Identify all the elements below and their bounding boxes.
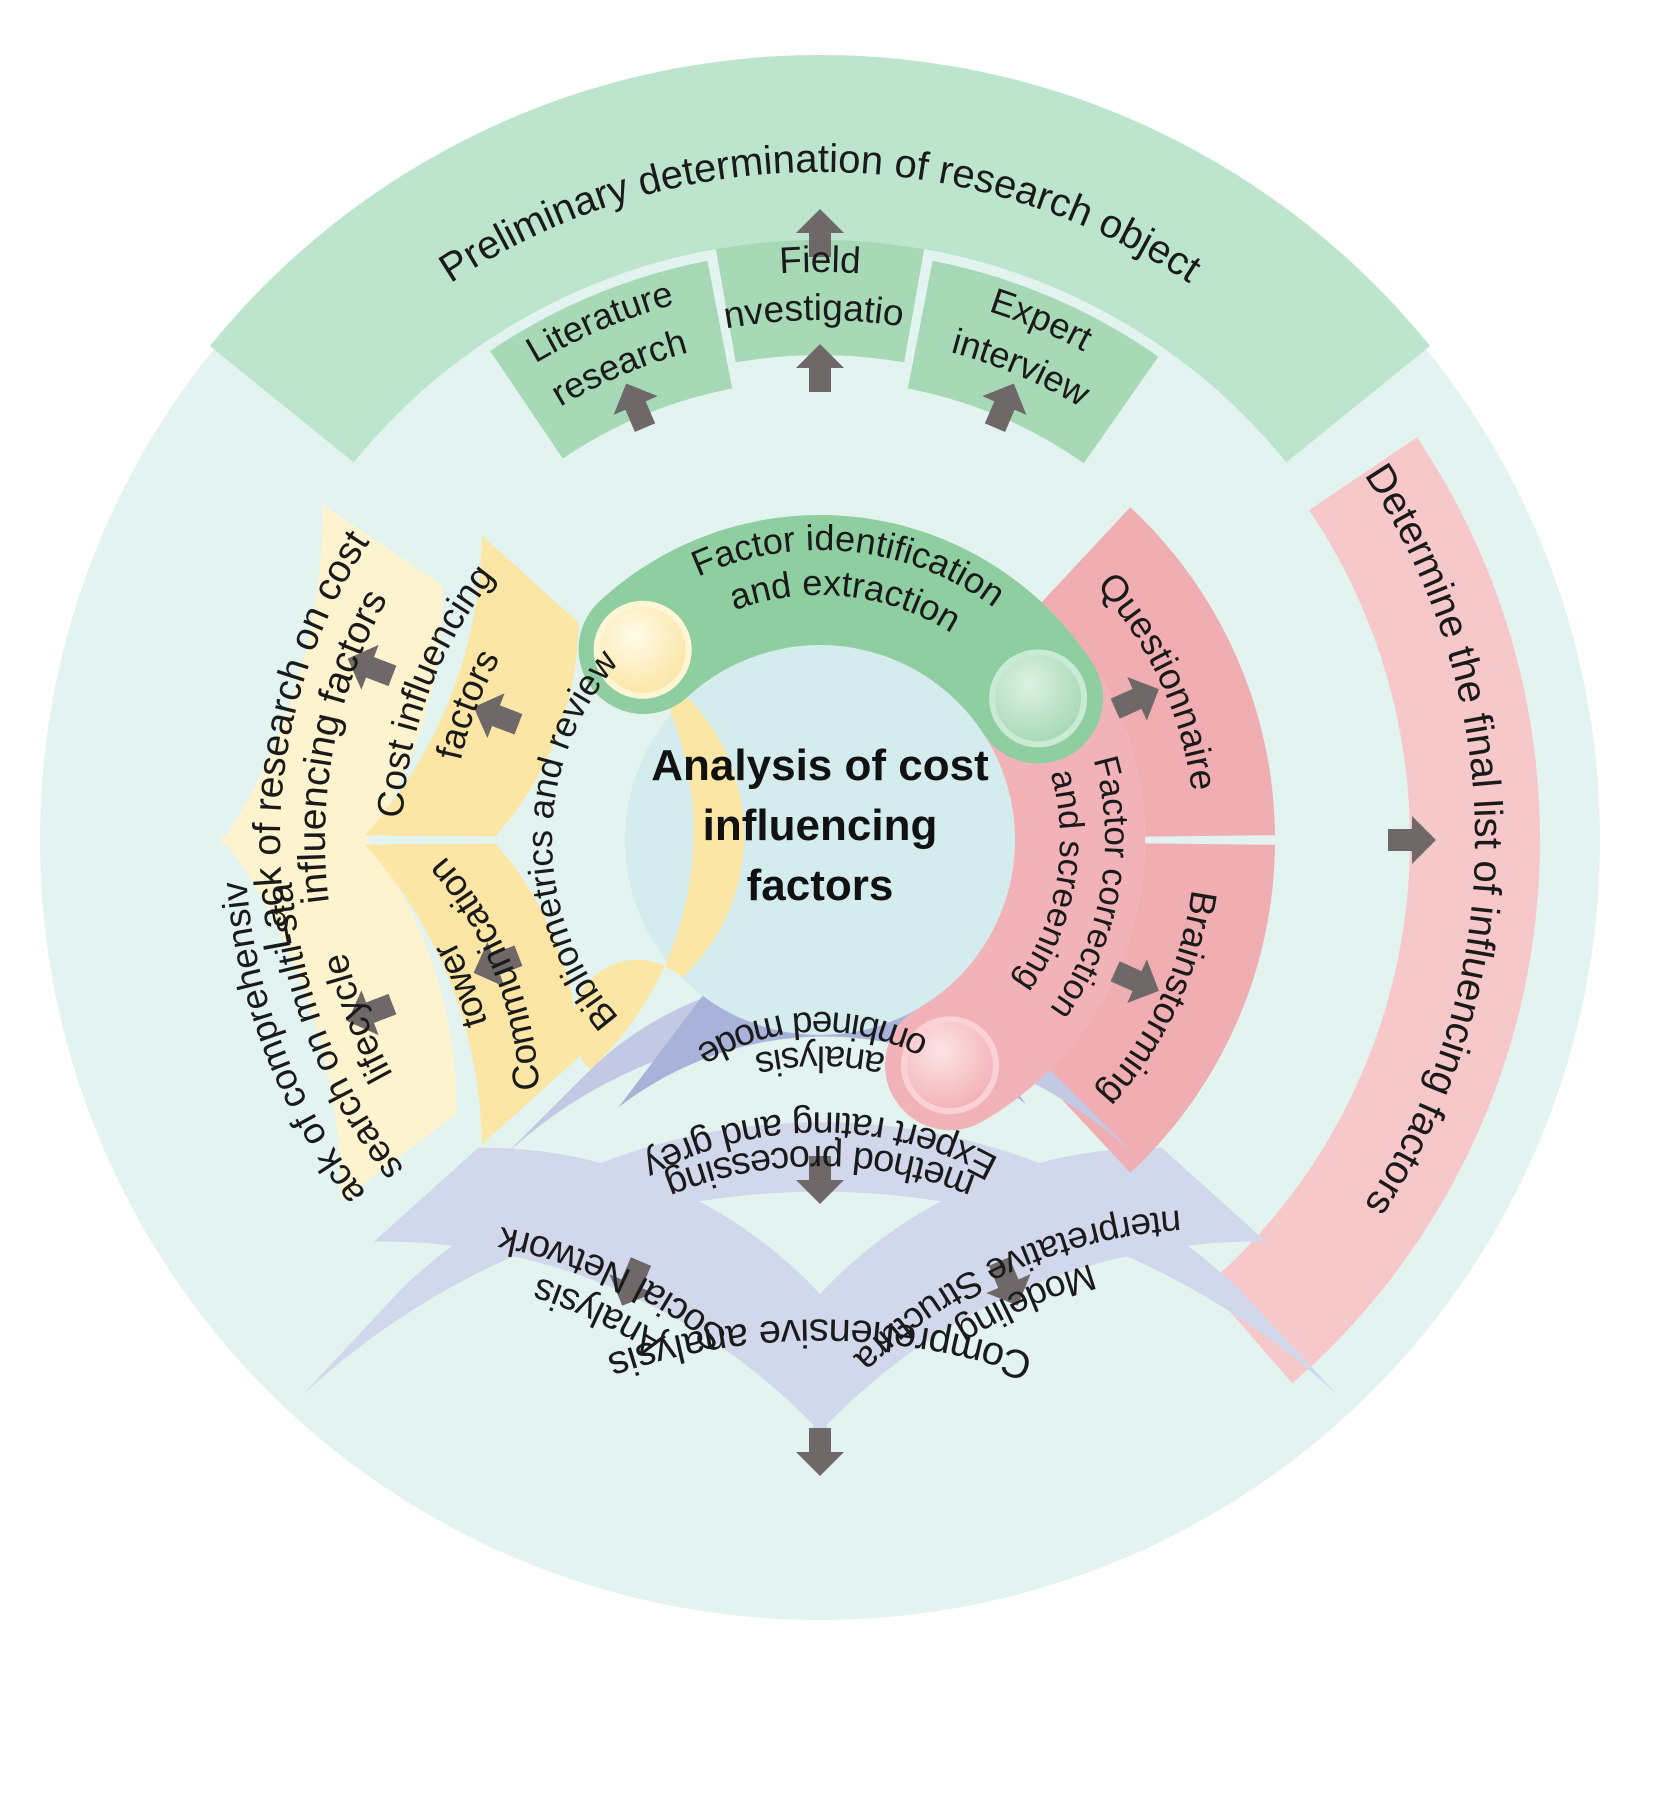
arrow-to-field	[796, 344, 844, 392]
factor-correction-band	[885, 633, 1146, 1131]
arrow-to-final-list	[1388, 816, 1436, 864]
cost-influencing-factors-sector	[365, 535, 579, 837]
center-title-line3: factors	[747, 861, 894, 910]
factor-identification-band	[578, 515, 1104, 764]
lack-of-research-sector	[220, 504, 443, 846]
combined-model-label-line2: analysis	[752, 1038, 888, 1086]
field-investigation-sector	[715, 239, 925, 363]
comprehensive-analysis-sector	[301, 1122, 1339, 1396]
brainstorming-sector	[1041, 843, 1275, 1173]
center-title-line1: Analysis of cost	[651, 741, 989, 790]
arrow-to-comprehensive	[796, 1428, 844, 1476]
arrow-to-lack-research	[347, 644, 397, 690]
arrow-to-brainstorming	[1110, 959, 1159, 1004]
arrow-to-sna	[609, 1257, 654, 1306]
factor-correction-sphere	[901, 1016, 999, 1115]
arrow-to-tower	[473, 941, 523, 987]
field-investigation-label-line1: Field	[778, 239, 862, 281]
arrow-to-lack-comprehensive	[347, 990, 397, 1036]
questionnaire-sector	[1041, 507, 1275, 837]
arrow-to-literature	[613, 383, 658, 432]
preliminary-determination-sector	[209, 54, 1431, 463]
literature-research-sector	[490, 260, 733, 459]
arrow-to-expert-rating	[796, 1156, 844, 1204]
arrow-to-preliminary	[796, 209, 844, 257]
lack-of-comprehensive-sector	[220, 834, 457, 1202]
arrow-to-ism	[986, 1257, 1031, 1306]
center-disk	[625, 645, 1015, 1035]
arrow-to-cost-factors	[473, 693, 523, 739]
communication-tower-sector	[365, 843, 579, 1145]
center-title-line2: influencing	[703, 801, 938, 850]
bibliometrics-band	[572, 602, 745, 1070]
determine-final-list-sector	[1207, 437, 1541, 1384]
bibliometrics-sphere	[593, 600, 692, 699]
arrow-to-questionnaire	[1110, 676, 1159, 721]
expert-interview-sector	[907, 260, 1159, 464]
interpretative-structural-modeling-sector	[812, 1147, 1266, 1440]
factor-identification-sphere	[989, 649, 1088, 748]
social-network-analysis-sector	[374, 1147, 828, 1440]
arrow-to-expert	[982, 383, 1027, 432]
